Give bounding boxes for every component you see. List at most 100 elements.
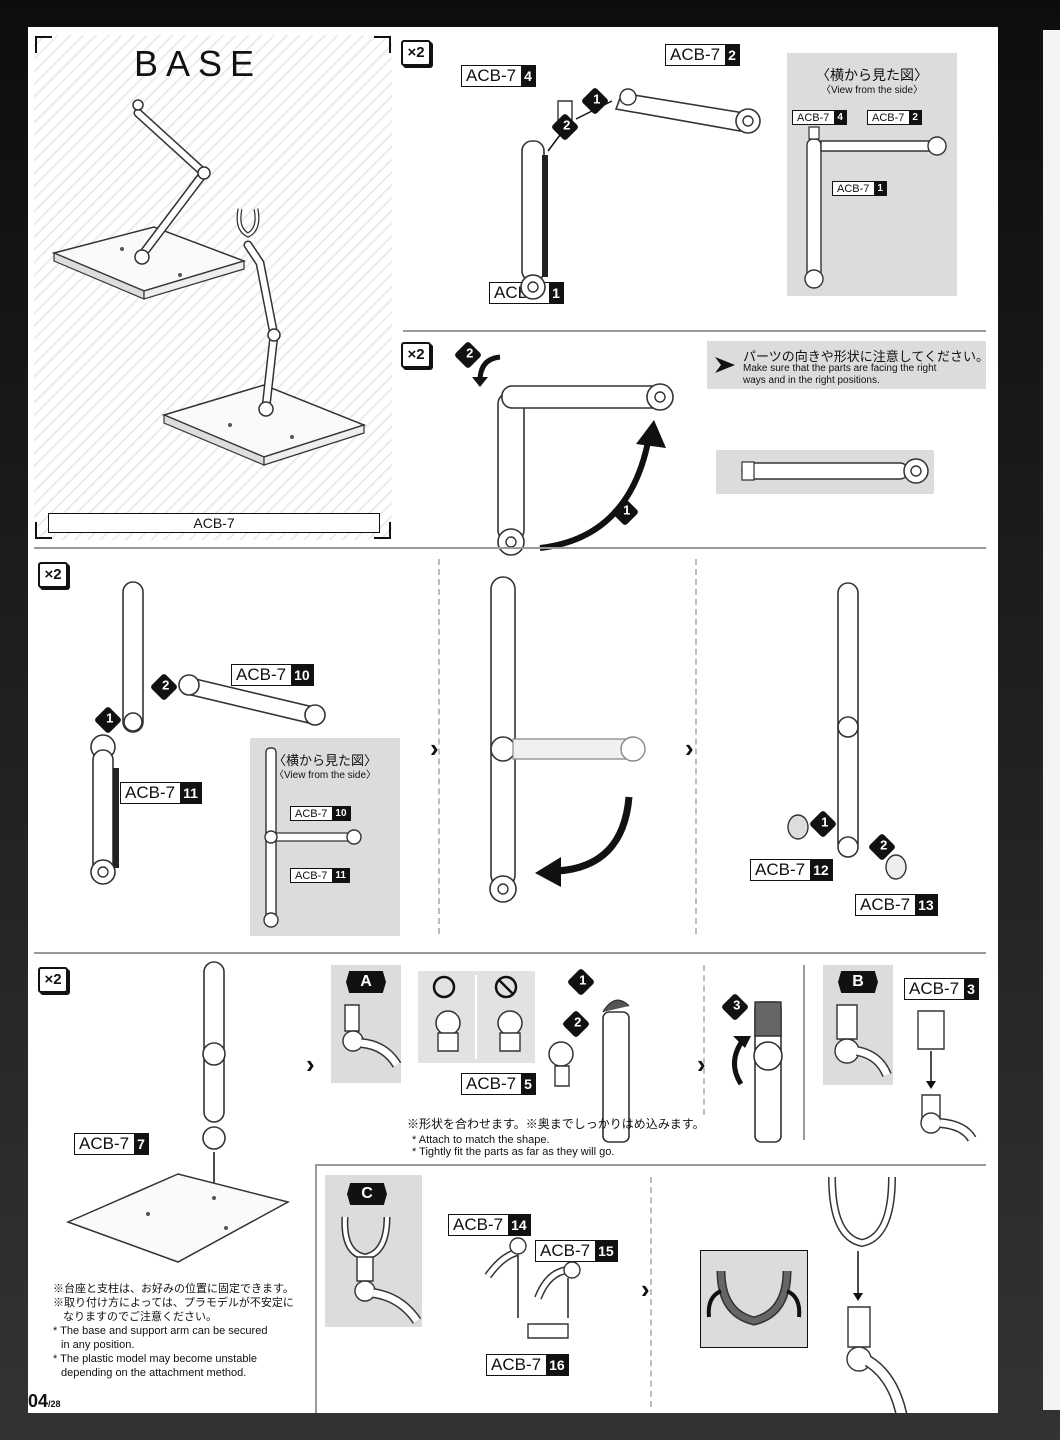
base-notes: ※台座と支柱は、お好みの位置に固定できます。 ※取り付け方によっては、プラモデル… xyxy=(53,1282,313,1380)
divider xyxy=(34,547,986,549)
step1-quantity: ×2 xyxy=(401,40,431,66)
side-view-drawing xyxy=(250,738,400,936)
detail-c-drawing xyxy=(325,1175,422,1327)
step4-part-3-attach xyxy=(908,999,978,1139)
divider xyxy=(403,330,986,332)
step2-quantity: ×2 xyxy=(401,342,431,368)
bracket-corners xyxy=(35,36,391,539)
tag-b: B xyxy=(838,971,878,993)
base-note-jp-3: なりますのでご注意ください。 xyxy=(63,1311,217,1323)
caution-en-1: Make sure that the parts are facing the … xyxy=(743,363,937,374)
caution-arrow-icon xyxy=(715,357,735,373)
manual-page: BASE ACB-7 × xyxy=(28,27,998,1413)
fit-note-jp: ※形状を合わせます。※奥までしっかりはめ込みます。 xyxy=(407,1117,705,1131)
part-name: ACB-7 xyxy=(466,66,517,85)
step4-holder-assembly xyxy=(478,1232,598,1352)
base-note-jp-2: ※取り付け方によっては、プラモデルが不安定に xyxy=(53,1297,294,1309)
detail-b-panel: B xyxy=(823,965,893,1085)
detail-a-drawing xyxy=(331,965,401,1083)
side-view-title: 〈横から見た図〉 xyxy=(816,67,928,83)
step4-quantity: ×2 xyxy=(38,967,68,993)
step3-caps xyxy=(788,577,908,867)
next-step-arrow: › xyxy=(641,1274,650,1304)
caution-jp: パーツの向きや形状に注意してください。 xyxy=(743,349,989,364)
holder-rotate-detail xyxy=(700,1250,808,1348)
step4-holder-final xyxy=(818,1167,928,1413)
page-number: 04/28 xyxy=(28,1391,61,1412)
base-caption-box: ACB-7 xyxy=(48,513,380,533)
step4-part-5-attach xyxy=(543,972,653,1102)
detail-b-drawing xyxy=(823,965,893,1085)
divider xyxy=(315,1164,317,1413)
page-number-current: 04 xyxy=(28,1391,49,1411)
side-view-subtitle: 〈View from the side〉 xyxy=(820,85,924,96)
base-note-en-1: * The base and support arm can be secure… xyxy=(53,1325,268,1337)
part-name: ACB-7 xyxy=(670,45,721,64)
caution-en-2: ways and in the right positions. xyxy=(743,375,880,386)
next-step-arrow: › xyxy=(697,1049,706,1079)
stand-illustration-closed xyxy=(51,35,247,300)
dashed-divider xyxy=(650,1177,652,1407)
base-note-jp-1: ※台座と支柱は、お好みの位置に固定できます。 xyxy=(53,1283,294,1295)
next-step-arrow: › xyxy=(685,733,694,763)
base-note-en-4: depending on the attachment method. xyxy=(61,1367,247,1379)
base-panel: BASE ACB-7 xyxy=(34,35,392,540)
step3-arm-joint xyxy=(83,572,243,902)
adjacent-page-edge xyxy=(1043,30,1060,1410)
step4-base-attach xyxy=(65,962,291,1263)
page-number-total: /28 xyxy=(48,1399,61,1409)
base-note-en-3: * The plastic model may become unstable xyxy=(53,1353,258,1365)
part-number: 1 xyxy=(549,283,563,303)
orientation-compare-box xyxy=(418,971,535,1063)
next-step-arrow: › xyxy=(306,1049,315,1079)
step2-arm-rotate xyxy=(488,372,688,572)
divider xyxy=(803,965,805,1140)
step2-rotate-arrow xyxy=(472,354,501,387)
dashed-divider xyxy=(695,559,697,934)
step2-detail-drawing xyxy=(716,450,934,494)
dashed-divider xyxy=(703,965,705,1115)
side-view-subtitle: 〈View from the side〉 xyxy=(273,770,377,781)
detail-c-panel: C xyxy=(325,1175,422,1327)
tag-c: C xyxy=(347,1183,387,1205)
base-caption: ACB-7 xyxy=(193,515,235,531)
step2-detail-box xyxy=(716,450,934,494)
step4-rotate xyxy=(721,992,811,1142)
step2-caution-box: パーツの向きや形状に注意してください。 Make sure that the p… xyxy=(707,341,989,389)
step3-arm-fold xyxy=(473,567,673,917)
dashed-divider xyxy=(438,559,440,934)
orientation-ok-ng xyxy=(418,971,535,1063)
side-view-title: 〈横から見た図〉 xyxy=(272,753,377,768)
step3-part-10 xyxy=(173,667,333,747)
step1-arm-assembly xyxy=(508,55,768,315)
stand-illustration-open xyxy=(161,35,367,466)
step3-quantity: ×2 xyxy=(38,562,68,588)
detail-a-panel: A xyxy=(331,965,401,1083)
base-title: BASE xyxy=(134,43,263,84)
part-number: 4 xyxy=(521,66,535,86)
tag-a: A xyxy=(346,971,386,993)
next-step-arrow: › xyxy=(430,733,439,763)
holder-rotate-drawing xyxy=(701,1251,807,1347)
part-number: 2 xyxy=(725,45,739,65)
step1-part-acb7-4: ACB-7 4 xyxy=(461,65,536,87)
divider xyxy=(34,952,986,954)
step1-part-acb7-2: ACB-7 2 xyxy=(665,44,740,66)
fit-note-en-1: * Attach to match the shape. xyxy=(412,1134,550,1146)
base-note-en-2: in any position. xyxy=(61,1339,135,1351)
